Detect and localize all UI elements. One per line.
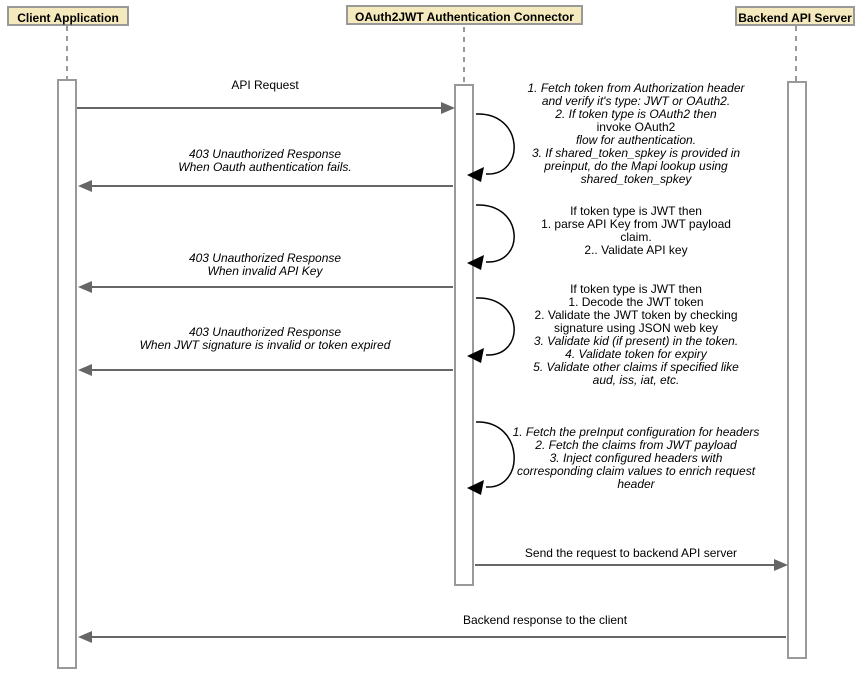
activation-backend <box>787 81 807 659</box>
participant-client-application: Client Application <box>7 6 129 26</box>
message-arrow-403-oauth-fail <box>78 180 453 192</box>
note-enrich-header: 1. Fetch the preInput configuration for … <box>500 426 772 491</box>
label-line: 5. Validate other claims if specified li… <box>533 360 739 374</box>
label-line: If token type is JWT then <box>570 282 702 296</box>
activation-connector <box>454 84 474 586</box>
label-line: header <box>617 477 655 491</box>
label-line: preinput, do the Mapi lookup using <box>544 159 728 173</box>
label-line: 403 Unauthorized Response <box>188 325 342 339</box>
label-line: corresponding claim values to enrich req… <box>516 464 756 478</box>
label-line: shared_token_spkey <box>580 172 692 186</box>
message-arrows <box>77 102 788 643</box>
label-line: 3. Inject configured headers with <box>549 451 723 465</box>
label-line: 1. Decode the JWT token <box>568 295 704 309</box>
label-line: flow for authentication. <box>575 133 697 147</box>
label-line: aud, iss, iat, etc. <box>592 373 680 387</box>
label-line: 1. Fetch the preInput configuration for … <box>512 425 760 439</box>
message-label-api-request: API Request <box>85 79 445 92</box>
label-line: When invalid API Key <box>207 264 323 278</box>
message-label-backend-response: Backend response to the client <box>385 614 705 627</box>
activation-client <box>57 79 77 669</box>
label-line: 3. Validate kid (if present) in the toke… <box>533 334 739 348</box>
activation-bars <box>57 79 807 669</box>
label-line: claim. <box>620 230 652 244</box>
self-loop-fetch-token <box>467 113 515 182</box>
label-line: 1. Fetch token from Authorization header <box>527 81 745 95</box>
label-line: 1. parse API Key from JWT payload <box>541 217 731 231</box>
message-arrow-403-invalid-key <box>78 281 453 293</box>
label-line: invoke OAuth2 <box>596 120 676 134</box>
participant-oauth2jwt-connector: OAuth2JWT Authentication Connector <box>346 5 583 25</box>
label-line: Backend response to the client <box>462 613 628 627</box>
label-line: API Request <box>231 78 299 92</box>
self-loop-validate-jwt <box>467 297 515 363</box>
participant-backend-api-server: Backend API Server <box>735 6 855 26</box>
label-line: 2. Fetch the claims from JWT payload <box>535 438 737 452</box>
label-line: 2. Validate the JWT token by checking <box>534 308 738 322</box>
message-arrow-backend-response <box>78 631 786 643</box>
self-loop-enrich-header <box>467 421 515 495</box>
message-label-send-backend: Send the request to backend API server <box>471 547 791 560</box>
label-line: signature using JSON web key <box>553 321 719 335</box>
note-fetch-token: 1. Fetch token from Authorization header… <box>500 82 772 186</box>
label-line: 2.. Validate API key <box>584 243 688 257</box>
lifelines <box>66 26 797 85</box>
label-line: 4. Validate token for expiry <box>565 347 707 361</box>
label-line: If token type is JWT then <box>570 204 702 218</box>
label-line: Send the request to backend API server <box>524 546 738 560</box>
label-line: 403 Unauthorized Response <box>188 251 342 265</box>
label-line: 403 Unauthorized Response <box>188 147 342 161</box>
message-arrow-403-jwt-invalid <box>78 364 453 376</box>
self-message-loops <box>467 113 515 495</box>
message-arrow-send-backend <box>475 559 788 571</box>
label-line: 2. If token type is OAuth2 then <box>555 107 717 121</box>
label-line: When Oauth authentication fails. <box>178 160 352 174</box>
label-line: When JWT signature is invalid or token e… <box>139 338 391 352</box>
self-loop-parse-key <box>467 204 515 270</box>
label-line: and verify it's type: JWT or OAuth2. <box>541 94 731 108</box>
message-arrow-api-request <box>77 102 455 114</box>
label-line: 3. If shared_token_spkey is provided in <box>531 146 741 160</box>
